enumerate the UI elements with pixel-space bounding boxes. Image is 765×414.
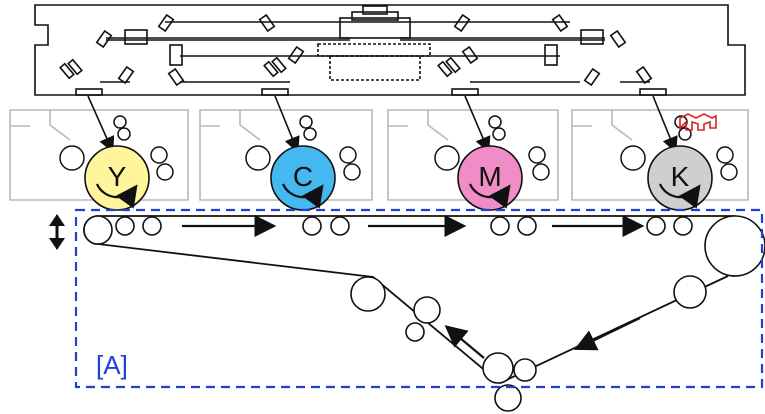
belt-rollers: [83, 215, 765, 412]
rotation-arrow-icon: [658, 183, 701, 209]
drum-label: C: [293, 161, 313, 192]
laser-unit: [34, 4, 746, 96]
rotation-arrow-icon: [95, 183, 138, 209]
drum-c: C: [270, 145, 336, 211]
cartridge-rollers: [59, 115, 738, 181]
rotation-arrow-icon: [281, 183, 324, 209]
k-unit-marker: [679, 113, 717, 131]
vertical-adjust-arrow: [49, 214, 65, 250]
region-a-box: [74, 208, 764, 389]
drum-label: Y: [108, 161, 127, 192]
drum-k: K: [647, 145, 713, 211]
belt-direction-arrows: [182, 215, 645, 359]
drum-y: Y: [84, 145, 150, 211]
cartridge-outlines: [9, 109, 749, 201]
rotation-arrow-icon: [468, 183, 511, 209]
region-a-label: [A]: [96, 350, 128, 380]
laser-beams: [87, 95, 678, 153]
drum-label: M: [478, 161, 501, 192]
drum-label: K: [671, 161, 690, 192]
drum-m: M: [457, 145, 523, 211]
